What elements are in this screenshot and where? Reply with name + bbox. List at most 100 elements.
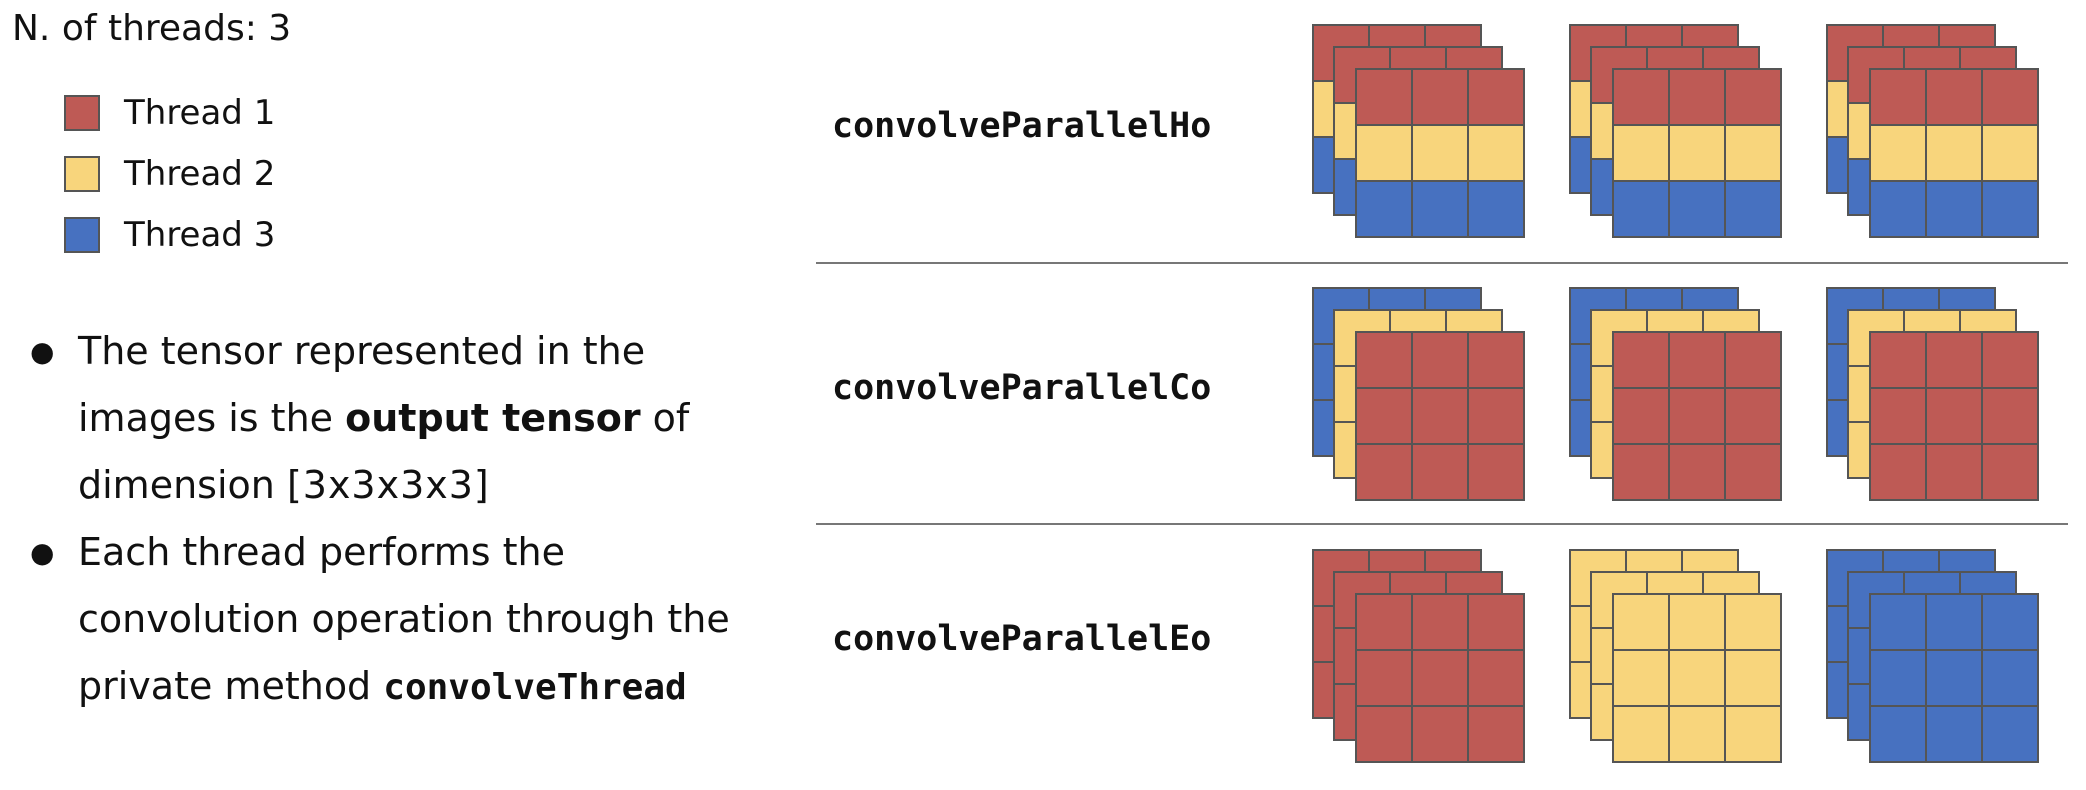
section-divider — [816, 523, 2068, 525]
method-name-ho: convolveParallelHo — [832, 106, 1212, 146]
tensor-cell — [1412, 444, 1468, 500]
tensor-cell — [1725, 388, 1781, 444]
tensor-cell — [1982, 388, 2038, 444]
tensor-cell — [1870, 332, 1926, 388]
tensor-cell — [1870, 125, 1926, 181]
tensor-cell — [1725, 69, 1781, 125]
tensor-cell — [1870, 650, 1926, 706]
tensor-cell — [1926, 332, 1982, 388]
tensor-cell — [1356, 444, 1412, 500]
output-tensor-stack — [1312, 24, 1525, 238]
tensor-cell — [1725, 650, 1781, 706]
tensor-cell — [1669, 594, 1725, 650]
tensor-slice — [1355, 593, 1525, 763]
tensor-cell — [1468, 69, 1524, 125]
output-tensor-stack — [1312, 549, 1525, 763]
tensor-cell — [1982, 125, 2038, 181]
output-tensor-stack — [1826, 549, 2039, 763]
tensor-cell — [1356, 181, 1412, 237]
tensor-cell — [1669, 181, 1725, 237]
tensor-cell — [1982, 332, 2038, 388]
convolve-thread-method: convolveThread — [383, 667, 687, 708]
tensor-cell — [1613, 388, 1669, 444]
tensor-cell — [1412, 388, 1468, 444]
tensor-cell — [1982, 444, 2038, 500]
tensor-cell — [1982, 706, 2038, 762]
threads-count-label: N. of threads: 3 — [12, 8, 292, 49]
tensor-dimension: [3x3x3x3] — [286, 463, 490, 507]
tensor-cell — [1982, 181, 2038, 237]
note-convolve-thread: ● Each thread performs the convolution o… — [30, 519, 750, 721]
tensor-cell — [1412, 594, 1468, 650]
tensor-cell — [1926, 650, 1982, 706]
tensor-cell — [1613, 181, 1669, 237]
output-tensor-stack — [1569, 24, 1782, 238]
tensor-cell — [1870, 388, 1926, 444]
tensor-cell — [1926, 125, 1982, 181]
tensor-cell — [1613, 706, 1669, 762]
thread-2-swatch — [64, 155, 100, 192]
tensor-cell — [1669, 125, 1725, 181]
tensor-cell — [1669, 388, 1725, 444]
tensor-cell — [1669, 650, 1725, 706]
note-text: The tensor represented in the images is … — [78, 318, 750, 519]
tensor-cell — [1613, 594, 1669, 650]
tensor-cell — [1468, 444, 1524, 500]
tensor-cell — [1356, 650, 1412, 706]
legend-item-thread-3: Thread 3 — [64, 204, 275, 265]
tensor-cell — [1870, 69, 1926, 125]
legend-label: Thread 3 — [124, 214, 276, 255]
output-tensor-stack — [1826, 287, 2039, 501]
tensor-cell — [1870, 706, 1926, 762]
tensor-cell — [1412, 69, 1468, 125]
tensor-slice — [1869, 68, 2039, 238]
tensor-cell — [1468, 594, 1524, 650]
legend-item-thread-1: Thread 1 — [64, 82, 275, 143]
tensor-cell — [1982, 650, 2038, 706]
tensor-cell — [1725, 125, 1781, 181]
note-text-part: of dimension — [78, 396, 690, 507]
tensor-cell — [1412, 181, 1468, 237]
tensor-cell — [1870, 181, 1926, 237]
note-text-part: Each thread performs the convolution ope… — [78, 530, 730, 708]
tensor-cell — [1412, 706, 1468, 762]
legend-label: Thread 1 — [124, 92, 276, 133]
method-name-eo: convolveParallelEo — [832, 619, 1212, 659]
tensor-cell — [1870, 594, 1926, 650]
tensor-cell — [1613, 444, 1669, 500]
tensor-cell — [1926, 594, 1982, 650]
tensor-cell — [1870, 444, 1926, 500]
notes-list: ● The tensor represented in the images i… — [30, 318, 750, 721]
tensor-cell — [1356, 706, 1412, 762]
bullet-dot-icon: ● — [30, 335, 55, 368]
tensor-cell — [1982, 69, 2038, 125]
tensor-cell — [1356, 125, 1412, 181]
tensor-cell — [1926, 444, 1982, 500]
tensor-slice — [1869, 331, 2039, 501]
tensor-cell — [1669, 332, 1725, 388]
tensor-slice — [1355, 68, 1525, 238]
tensor-cell — [1613, 650, 1669, 706]
tensor-cell — [1468, 332, 1524, 388]
tensor-cell — [1725, 706, 1781, 762]
tensor-cell — [1613, 332, 1669, 388]
note-output-tensor: ● The tensor represented in the images i… — [30, 318, 750, 519]
bullet-dot-icon: ● — [30, 536, 55, 569]
tensor-cell — [1669, 706, 1725, 762]
note-text-part: The tensor represented in the images is … — [78, 329, 646, 440]
tensor-cell — [1669, 444, 1725, 500]
tensor-slice — [1612, 68, 1782, 238]
tensor-cell — [1982, 594, 2038, 650]
tensor-cell — [1613, 125, 1669, 181]
tensor-slice — [1869, 593, 2039, 763]
tensor-cell — [1468, 706, 1524, 762]
tensor-cell — [1669, 69, 1725, 125]
thread-1-swatch — [64, 94, 100, 131]
tensor-cell — [1356, 332, 1412, 388]
tensor-cell — [1356, 69, 1412, 125]
thread-3-swatch — [64, 216, 100, 253]
tensor-cell — [1926, 388, 1982, 444]
tensor-slice — [1355, 331, 1525, 501]
tensor-cell — [1468, 388, 1524, 444]
tensor-cell — [1412, 650, 1468, 706]
